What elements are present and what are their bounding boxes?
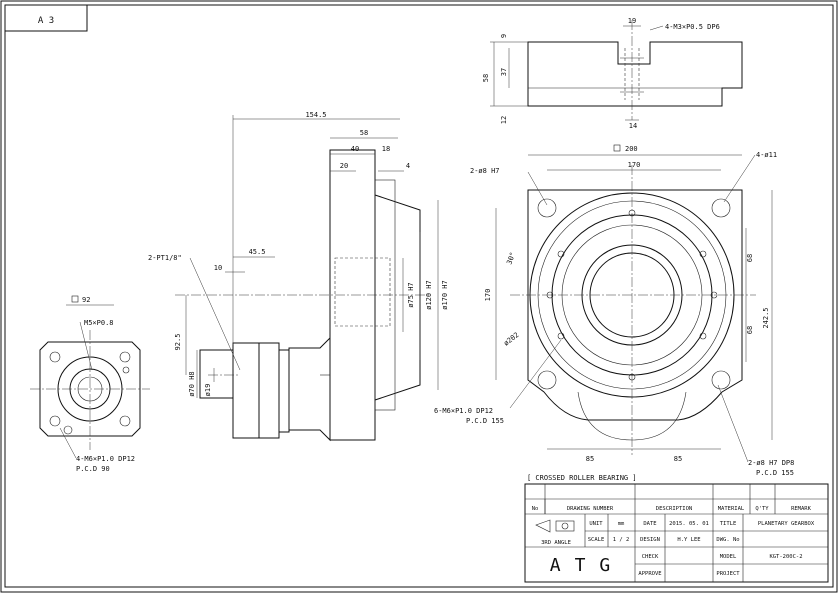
- front-tap-note: 6-M6×P1.0 DP12: [434, 407, 493, 415]
- side-dim-4: 4: [406, 162, 410, 170]
- tb-dwg-label: DWG. No: [716, 537, 739, 543]
- side-dia-75: ø75 H7: [407, 282, 415, 307]
- front-dia-202: ø202: [502, 331, 520, 348]
- front-dim-242-5: 242.5: [762, 307, 770, 328]
- front-pin-2-8: 2-ø8 H7: [470, 167, 500, 175]
- front-pin-note: 2-ø8 H7 DP8: [748, 459, 794, 467]
- tb-approve-label: APPROVE: [638, 571, 661, 577]
- tb-scale-label: SCALE: [588, 537, 605, 543]
- top-dim-14: 14: [629, 122, 637, 130]
- side-dim-45-5: 45.5: [249, 248, 266, 256]
- tb-unit-label: UNIT: [589, 521, 603, 527]
- tb-date-label: DATE: [643, 521, 656, 527]
- top-view-outline: [527, 41, 743, 107]
- tb-h-qty: Q'TY: [755, 506, 769, 512]
- left-tap-m5: M5×P0.8: [84, 319, 114, 327]
- tb-projection: 3RD ANGLE: [541, 540, 571, 546]
- tb-h-description: DESCRIPTION: [656, 506, 692, 512]
- front-angle-30: 30°: [505, 251, 517, 266]
- inner-border: [4, 4, 834, 588]
- front-dim-68-b: 68: [746, 326, 754, 334]
- left-pcd: P.C.D 90: [76, 465, 110, 473]
- side-dim-20: 20: [340, 162, 348, 170]
- side-dim-18: 18: [382, 145, 390, 153]
- projection-symbol: [535, 519, 575, 533]
- side-dim-10: 10: [214, 264, 222, 272]
- top-dim-19: 19: [628, 17, 636, 25]
- front-pin-pcd: P.C.D 155: [756, 469, 794, 477]
- side-dia-19: ø19: [204, 384, 212, 397]
- side-dim-92-5: 92.5: [174, 334, 182, 351]
- side-dia-120: ø120 H7: [425, 280, 433, 310]
- front-dim-68-a: 68: [746, 254, 754, 262]
- tb-model-label: MODEL: [720, 554, 737, 560]
- front-dim-85-b: 85: [674, 455, 682, 463]
- side-dim-154-5: 154.5: [305, 111, 326, 119]
- tb-unit-value: mm: [618, 521, 625, 527]
- tb-h-material: MATERIAL: [718, 506, 745, 512]
- tb-design-label: DESIGN: [640, 537, 660, 543]
- tb-title-value: PLANETARY GEARBOX: [758, 521, 815, 527]
- size-box: [4, 4, 88, 32]
- top-dim-37: 37: [500, 68, 508, 76]
- top-view: 19 14 4-M3×P0.5 DP6 58 37 9 12: [482, 17, 743, 130]
- front-view: 200 170 170 242.5 68 68 85 85 30° ø202 4…: [434, 144, 794, 477]
- title-block: No DRAWING NUMBER DESCRIPTION MATERIAL Q…: [524, 483, 829, 583]
- side-dia-70: ø70 H8: [188, 371, 196, 396]
- side-dim-58: 58: [360, 129, 368, 137]
- front-tap-pcd: P.C.D 155: [466, 417, 504, 425]
- side-dim-40: 40: [351, 145, 359, 153]
- front-dim-170-left: 170: [484, 289, 492, 302]
- front-dim-170-top: 170: [628, 161, 641, 169]
- left-view: 92 M5×P0.8 4-M6×P1.0 DP12 P.C.D 90: [30, 295, 150, 473]
- tb-scale-value: 1 / 2: [613, 537, 630, 543]
- side-dia-170: ø170 H7: [441, 280, 449, 310]
- tb-h-no: No: [532, 506, 539, 512]
- tb-h-drawing-number: DRAWING NUMBER: [567, 506, 614, 512]
- front-square-200: 200: [625, 145, 638, 153]
- tb-project-label: PROJECT: [716, 571, 740, 577]
- side-port-note: 2-PT1/8": [148, 254, 182, 262]
- top-tap-note: 4-M3×P0.5 DP6: [665, 23, 720, 31]
- top-dim-58: 58: [482, 74, 490, 82]
- square-symbol: [71, 295, 79, 303]
- left-tap-note: 4-M6×P1.0 DP12: [76, 455, 135, 463]
- tb-design-value: H.Y LEE: [677, 537, 700, 543]
- tb-check-label: CHECK: [642, 554, 659, 560]
- sheet-size-label: A 3: [38, 16, 54, 26]
- tb-h-remark: REMARK: [791, 506, 812, 512]
- tb-company: ATG: [550, 555, 625, 576]
- left-square-92: 92: [82, 296, 90, 304]
- tb-title-label: TITLE: [720, 521, 737, 527]
- bearing-label: [ CROSSED ROLLER BEARING ]: [527, 474, 637, 482]
- top-dim-12: 12: [500, 116, 508, 124]
- side-view: 154.5 58 40 18 20 4 45.5 10 92.5 2-PT1/8…: [148, 111, 449, 442]
- tb-model-value: KGT-200C-2: [769, 554, 802, 560]
- front-hole-4-11: 4-ø11: [756, 151, 777, 159]
- tb-date-value: 2015. 05. 01: [669, 521, 709, 527]
- top-dim-9: 9: [500, 34, 508, 38]
- front-dim-85-a: 85: [586, 455, 594, 463]
